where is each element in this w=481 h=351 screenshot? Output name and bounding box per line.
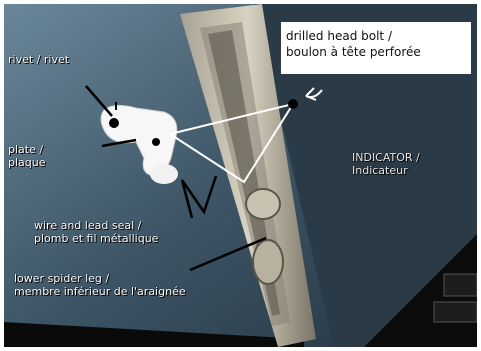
- label-plate-fr: plaque: [8, 156, 46, 169]
- label-plate: plate / plaque: [8, 143, 46, 169]
- label-bolt-en: drilled head bolt /: [286, 28, 421, 44]
- label-indicator-fr: Indicateur: [352, 164, 420, 177]
- annotated-photo: rivet / rivet plate / plaque wire and le…: [4, 4, 477, 347]
- label-wire-seal-en: wire and lead seal /: [34, 219, 158, 232]
- rail-knob-upper: [246, 189, 280, 219]
- plate-tab: [150, 164, 178, 184]
- label-wire-seal-fr: plomb et fil métallique: [34, 232, 158, 245]
- corner-button-1: [444, 274, 477, 296]
- label-lower-spider-leg: lower spider leg / membre inférieur de l…: [14, 272, 186, 298]
- label-drilled-bolt: drilled head bolt / boulon à tête perfor…: [286, 28, 421, 60]
- label-rivet-text: rivet / rivet: [8, 53, 69, 66]
- plate-marker: [152, 138, 160, 146]
- corner-button-2: [434, 302, 477, 322]
- bolt-marker: [288, 99, 298, 109]
- label-rivet: rivet / rivet: [8, 53, 69, 66]
- label-plate-en: plate /: [8, 143, 46, 156]
- label-spider-en: lower spider leg /: [14, 272, 186, 285]
- label-indicator: INDICATOR / Indicateur: [352, 151, 420, 177]
- label-bolt-fr: boulon à tête perforée: [286, 44, 421, 60]
- label-wire-seal: wire and lead seal / plomb et fil métall…: [34, 219, 158, 245]
- rivet-marker: [109, 118, 119, 128]
- rail-knob-lower: [253, 240, 283, 284]
- label-spider-fr: membre inférieur de l'araignée: [14, 285, 186, 298]
- label-indicator-en: INDICATOR /: [352, 151, 420, 164]
